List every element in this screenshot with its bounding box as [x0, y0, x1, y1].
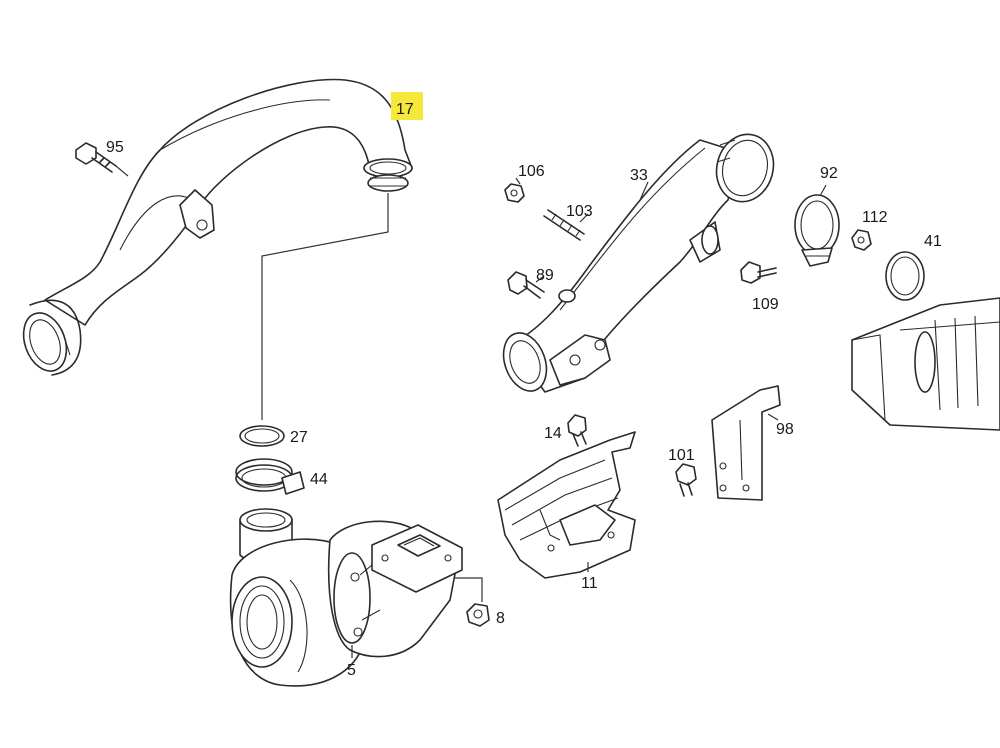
callout-98[interactable]: 98: [776, 421, 794, 438]
bolt-101[interactable]: [675, 463, 697, 497]
callout-44[interactable]: 44: [310, 471, 328, 488]
seal-ring-27[interactable]: [239, 425, 285, 447]
callout-labels: 17 95 27 44 5 8 106 103 89 33 92 112 41 …: [106, 92, 942, 679]
bolt-89[interactable]: [507, 271, 545, 299]
callout-8[interactable]: 8: [496, 610, 505, 627]
callout-33[interactable]: 33: [630, 167, 648, 184]
bolt-14[interactable]: [567, 414, 587, 447]
stud-103[interactable]: [543, 209, 589, 241]
callout-95[interactable]: 95: [106, 139, 124, 156]
hose-17[interactable]: [16, 78, 413, 378]
ring-41[interactable]: [885, 251, 925, 301]
heat-shield-11[interactable]: [497, 431, 636, 579]
callout-89[interactable]: 89: [536, 267, 554, 284]
nut-8[interactable]: [466, 603, 490, 627]
bolt-95[interactable]: [75, 142, 129, 177]
callout-highlight-17: [391, 92, 423, 120]
leader-17-27: [261, 193, 389, 420]
bracket-98[interactable]: [711, 385, 781, 501]
callout-101[interactable]: 101: [668, 447, 695, 464]
callout-11[interactable]: 11: [581, 575, 598, 592]
callout-27[interactable]: 27: [290, 429, 308, 446]
nut-106[interactable]: [504, 177, 525, 203]
clamp-44[interactable]: [235, 458, 305, 495]
callout-109[interactable]: 109: [752, 296, 779, 313]
charge-pipe-33[interactable]: [496, 128, 781, 397]
bolt-109[interactable]: [740, 261, 777, 284]
nut-112[interactable]: [851, 229, 872, 251]
clamp-92[interactable]: [794, 184, 840, 267]
intercooler-block: [851, 297, 1000, 431]
callout-106[interactable]: 106: [518, 163, 545, 180]
callout-41[interactable]: 41: [924, 233, 942, 250]
callout-92[interactable]: 92: [820, 165, 838, 182]
turbocharger-5[interactable]: [229, 508, 463, 687]
callout-17[interactable]: 17: [396, 101, 414, 118]
callout-103[interactable]: 103: [566, 203, 593, 220]
callout-112[interactable]: 112: [862, 209, 888, 226]
leader-5-8: [455, 577, 483, 602]
callout-5[interactable]: 5: [347, 662, 356, 679]
callout-14[interactable]: 14: [544, 425, 562, 442]
